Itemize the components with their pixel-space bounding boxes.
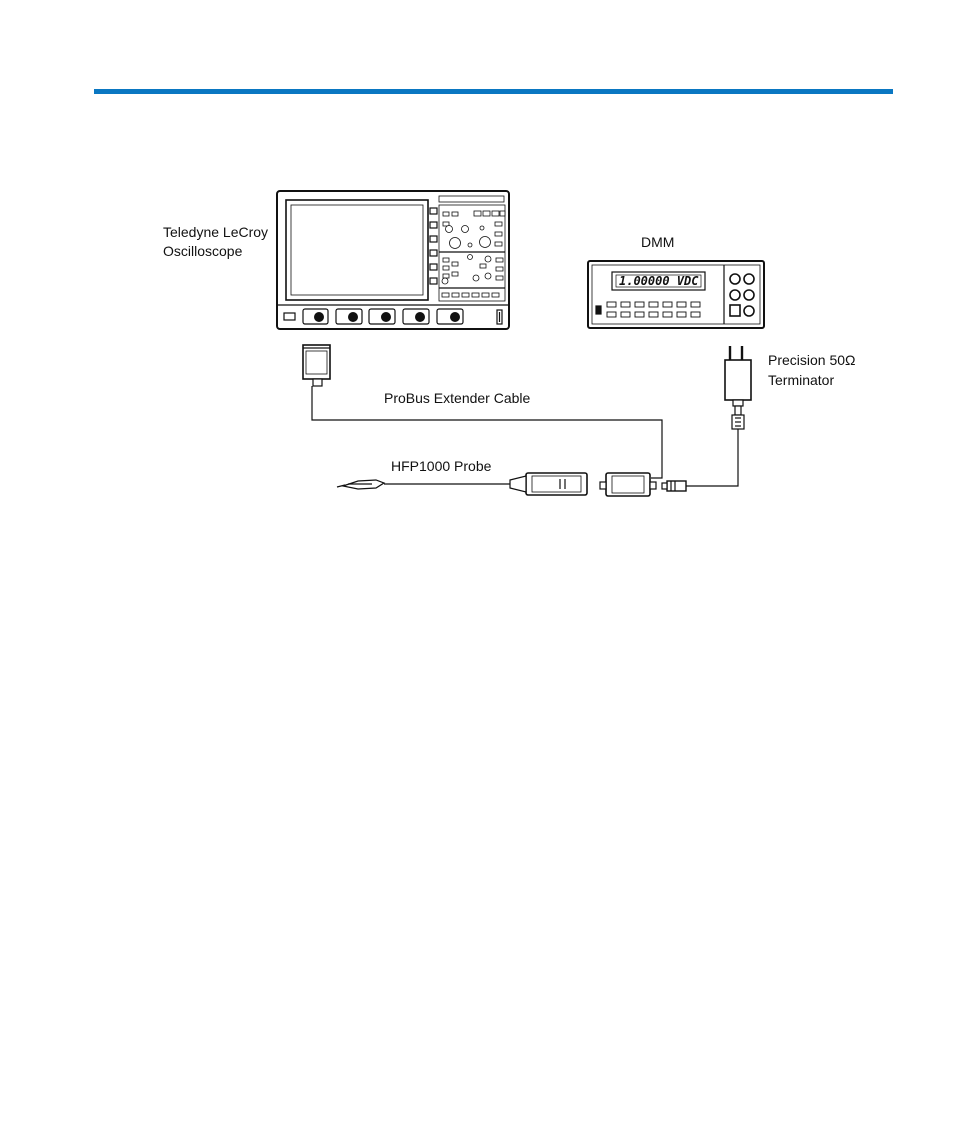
dmm-display-reading: 1.00000 VDC xyxy=(619,274,699,288)
oscilloscope-label-line2: Oscilloscope xyxy=(163,243,242,260)
precision-terminator xyxy=(725,346,751,429)
hfp1000-probe xyxy=(337,473,587,495)
bnc-cable xyxy=(686,429,738,486)
bnc-connector xyxy=(662,481,686,491)
oscilloscope xyxy=(277,191,509,329)
probus-extender-probe-end xyxy=(600,473,656,496)
dmm: 1.00000 VDC xyxy=(588,261,764,328)
terminator-label-line2: Terminator xyxy=(768,372,834,389)
oscilloscope-label-line1: Teledyne LeCroy xyxy=(163,224,268,241)
dmm-label: DMM xyxy=(641,234,674,251)
probus-extender-scope-end xyxy=(303,345,330,386)
probe-label: HFP1000 Probe xyxy=(391,458,491,475)
terminator-label-line1: Precision 50Ω xyxy=(768,352,856,369)
extender-cable-label: ProBus Extender Cable xyxy=(384,390,530,407)
